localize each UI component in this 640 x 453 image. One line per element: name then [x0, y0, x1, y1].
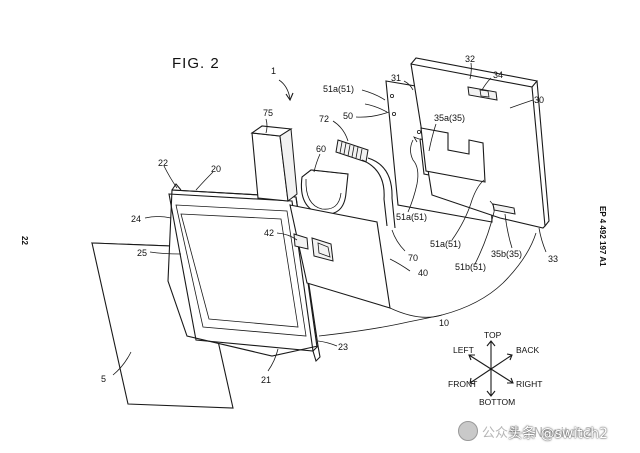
direction-right: RIGHT [516, 379, 542, 389]
leader-32 [469, 62, 472, 80]
leader-51a-top [361, 89, 386, 101]
leader-10-b [441, 232, 537, 316]
ref-label-10: 10 [439, 318, 449, 328]
ref-label-22: 22 [158, 158, 168, 168]
board-40 [289, 204, 391, 309]
ref-label-40: 40 [418, 268, 428, 278]
compass-back-arrow [490, 354, 513, 370]
fan-60 [300, 169, 349, 215]
ref-label-75: 75 [263, 108, 273, 118]
ref-label-34: 34 [493, 70, 503, 80]
reference-numerals: 5 10 20 21 22 23 24 25 30 31 32 33 34 35… [101, 54, 558, 385]
leader-20 [195, 171, 214, 191]
ref-label-1: 1 [271, 66, 276, 76]
leader-51b [474, 200, 495, 265]
arrow-51a-mid [413, 136, 420, 143]
direction-top: TOP [484, 330, 502, 340]
ref-label-51a-mid: 51a(51) [396, 212, 427, 222]
ref-label-51a-top: 51a(51) [323, 84, 354, 94]
leader-31 [403, 80, 414, 91]
ref-label-60: 60 [316, 144, 326, 154]
ref-label-51b: 51b(51) [455, 262, 486, 272]
leader-51a-top-2 [364, 103, 388, 113]
leader-10-c [318, 314, 443, 337]
watermark: 公众号 · Nswitch2 [458, 419, 593, 443]
direction-back: BACK [516, 345, 539, 355]
ref-label-30: 30 [534, 95, 544, 105]
ref-label-20: 20 [211, 164, 221, 174]
ref-label-42: 42 [264, 228, 274, 238]
leader-5 [112, 351, 132, 376]
direction-bottom: BOTTOM [479, 397, 515, 407]
frame-20 [167, 183, 321, 363]
leader-42 [276, 232, 298, 241]
leader-40 [389, 258, 411, 272]
ref-label-50: 50 [343, 111, 353, 121]
ref-label-33: 33 [548, 254, 558, 264]
leader-75 [265, 118, 268, 134]
leader-25 [149, 251, 182, 255]
flex-cable-70 [361, 157, 396, 229]
arrow-1 [285, 92, 294, 102]
leader-1 [278, 79, 291, 100]
watermark-main: 头条 @switch2 [508, 421, 608, 445]
ref-label-72: 72 [319, 114, 329, 124]
ref-label-23: 23 [338, 342, 348, 352]
publication-number: EP 4 492 197 A1 [598, 206, 607, 267]
figure-title: FIG. 2 [172, 55, 220, 72]
direction-left: LEFT [453, 345, 474, 355]
ref-label-70: 70 [408, 253, 418, 263]
ref-label-21: 21 [261, 375, 271, 385]
ref-label-25: 25 [137, 248, 147, 258]
rear-housing-30 [410, 57, 550, 229]
ref-label-31: 31 [391, 73, 401, 83]
block-75 [250, 125, 298, 202]
leader-35a [428, 123, 437, 152]
leader-60 [313, 153, 321, 173]
leader-24 [144, 216, 172, 219]
compass-front-arrow [469, 368, 492, 384]
leader-35b [504, 213, 513, 249]
ref-label-51a-low: 51a(51) [430, 239, 461, 249]
leader-51a-mid [407, 139, 419, 213]
watermark-faint-text: 公众号 · Nswitch2 [482, 425, 593, 441]
watermark-text: 头条 @switch2 [508, 426, 609, 442]
ref-label-35b: 35b(35) [491, 249, 522, 259]
connector-72 [335, 139, 369, 163]
leader-10-a [389, 307, 443, 318]
leader-51a-low [451, 179, 485, 241]
page-number: 22 [20, 236, 29, 245]
leader-21 [267, 348, 279, 372]
leader-33 [538, 227, 547, 253]
ref-label-5: 5 [101, 374, 106, 384]
compass-right-arrow [490, 368, 514, 384]
direction-compass: TOP BACK LEFT RIGHT FRONT BOTTOM [448, 330, 542, 407]
leader-30 [509, 99, 534, 109]
leader-50 [355, 111, 390, 118]
leader-72 [332, 120, 349, 142]
ref-label-24: 24 [131, 214, 141, 224]
leader-34 [481, 77, 492, 91]
ref-label-35a: 35a(35) [434, 113, 465, 123]
leader-23 [317, 340, 338, 347]
leader-lines [112, 62, 547, 376]
compass-left-arrow [468, 354, 492, 370]
direction-front: FRONT [448, 379, 477, 389]
leader-70 [391, 229, 406, 252]
watermark-logo-icon [458, 421, 478, 441]
leader-22 [163, 165, 178, 189]
ref-label-32: 32 [465, 54, 475, 64]
